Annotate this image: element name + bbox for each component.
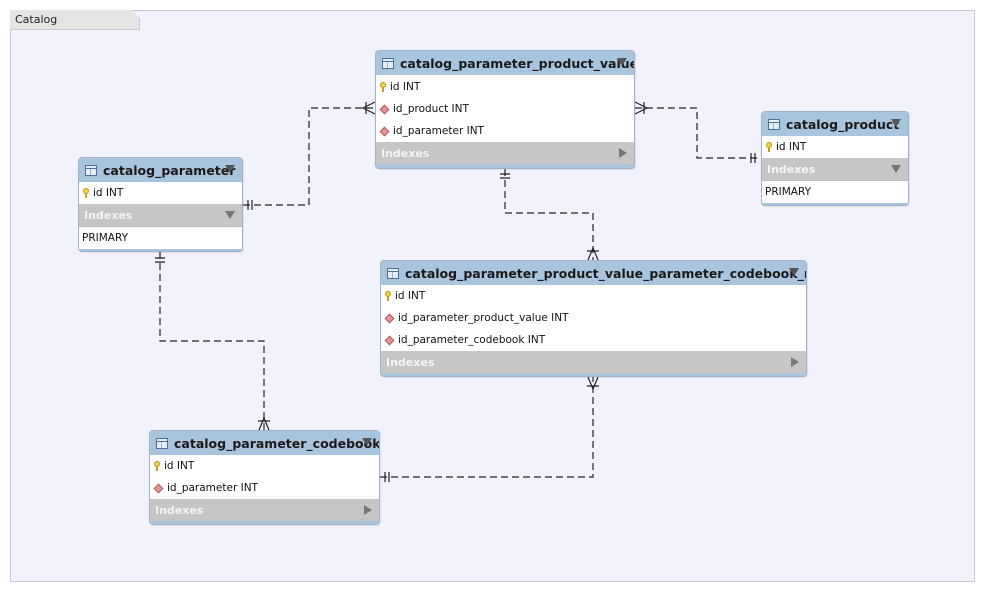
key-icon (154, 461, 160, 471)
table-header[interactable]: catalog_product (762, 112, 908, 136)
collapse-caret-icon[interactable] (891, 119, 901, 127)
column-row[interactable]: id INT (762, 136, 908, 158)
column-label: id INT (776, 141, 807, 153)
collapse-caret-icon[interactable] (789, 268, 799, 276)
column-label: id_parameter INT (167, 482, 258, 494)
table-catalog-parameter-codebook[interactable]: catalog_parameter_codebook id INT id_par… (149, 430, 380, 525)
expand-arrow-icon[interactable] (619, 148, 627, 158)
indexes-section[interactable]: Indexes (762, 158, 908, 180)
table-name: catalog_parameter (103, 162, 236, 178)
indexes-label: Indexes (381, 146, 430, 160)
column-row[interactable]: id INT (79, 182, 242, 204)
expand-arrow-icon[interactable] (364, 505, 372, 515)
column-row[interactable]: id INT (150, 455, 379, 477)
collapse-caret-icon[interactable] (362, 438, 372, 446)
column-row[interactable]: id INT (381, 285, 806, 307)
foreign-key-icon (379, 126, 390, 136)
table-name: catalog_parameter_codebook (174, 435, 380, 451)
column-row[interactable]: id_parameter_codebook INT (381, 329, 806, 351)
column-row[interactable]: id_parameter_product_value INT (381, 307, 806, 329)
indexes-label: Indexes (84, 208, 133, 222)
index-item[interactable]: PRIMARY (762, 180, 908, 203)
relationship-parameter-to-codebook (159, 252, 265, 430)
column-row[interactable]: id_parameter INT (150, 477, 379, 499)
collapse-caret-icon[interactable] (225, 165, 235, 173)
column-label: id_product INT (393, 103, 469, 115)
table-catalog-parameter[interactable]: catalog_parameter id INT Indexes PRIMARY (78, 157, 243, 252)
foreign-key-icon (384, 335, 395, 345)
indexes-label: Indexes (155, 503, 204, 517)
column-row[interactable]: id_product INT (376, 98, 634, 120)
indexes-section[interactable]: Indexes (381, 351, 806, 373)
column-label: id INT (390, 81, 421, 93)
column-label: id_parameter_product_value INT (398, 312, 569, 324)
foreign-key-icon (384, 313, 395, 323)
indexes-section[interactable]: Indexes (376, 142, 634, 164)
table-icon (768, 118, 780, 130)
column-label: id INT (395, 290, 426, 302)
key-icon (385, 291, 391, 301)
expand-arrow-icon[interactable] (791, 357, 799, 367)
relationship-product-to-product-value (635, 107, 761, 159)
table-header[interactable]: catalog_parameter (79, 158, 242, 182)
table-icon (85, 164, 97, 176)
column-row[interactable]: id INT (376, 76, 634, 98)
table-footer (150, 521, 379, 524)
collapse-caret-icon[interactable] (617, 58, 627, 66)
collapse-arrow-icon[interactable] (225, 211, 235, 219)
table-header[interactable]: catalog_parameter_codebook (150, 431, 379, 455)
key-icon (380, 82, 386, 92)
table-name: catalog_parameter_product_value (400, 55, 635, 71)
table-name: catalog_product (786, 116, 900, 132)
indexes-section[interactable]: Indexes (79, 204, 242, 226)
key-icon (83, 188, 89, 198)
index-item[interactable]: PRIMARY (79, 226, 242, 249)
table-catalog-product[interactable]: catalog_product id INT Indexes PRIMARY (761, 111, 909, 206)
foreign-key-icon (153, 483, 164, 493)
table-footer (762, 203, 908, 205)
relationship-product-value-to-mm (504, 169, 594, 260)
table-footer (381, 373, 806, 376)
table-icon (156, 437, 168, 449)
table-footer (79, 249, 242, 251)
table-icon (382, 57, 394, 69)
column-label: id_parameter_codebook INT (398, 334, 546, 346)
layer-title: Catalog (15, 13, 58, 26)
table-icon (387, 267, 399, 279)
layer-title-tab[interactable]: Catalog (10, 10, 140, 30)
column-row[interactable]: id_parameter INT (376, 120, 634, 142)
indexes-label: Indexes (386, 355, 435, 369)
indexes-section[interactable]: Indexes (150, 499, 379, 521)
column-label: id INT (93, 187, 124, 199)
relationship-codebook-to-mm (380, 377, 594, 478)
relationship-parameter-to-product-value (243, 107, 375, 206)
table-catalog-parameter-product-value[interactable]: catalog_parameter_product_value id INT i… (375, 50, 635, 169)
column-label: id INT (164, 460, 195, 472)
table-name: catalog_parameter_product_value_paramete… (405, 265, 807, 281)
key-icon (766, 142, 772, 152)
table-footer (376, 164, 634, 168)
table-header[interactable]: catalog_parameter_product_value (376, 51, 634, 75)
foreign-key-icon (379, 104, 390, 114)
indexes-label: Indexes (767, 162, 816, 176)
column-label: id_parameter INT (393, 125, 484, 137)
table-header[interactable]: catalog_parameter_product_value_paramete… (381, 261, 806, 285)
table-catalog-parameter-product-value-parameter-codebook-mm[interactable]: catalog_parameter_product_value_paramete… (380, 260, 807, 377)
index-label: PRIMARY (82, 232, 129, 244)
index-label: PRIMARY (765, 186, 812, 198)
collapse-arrow-icon[interactable] (891, 165, 901, 173)
